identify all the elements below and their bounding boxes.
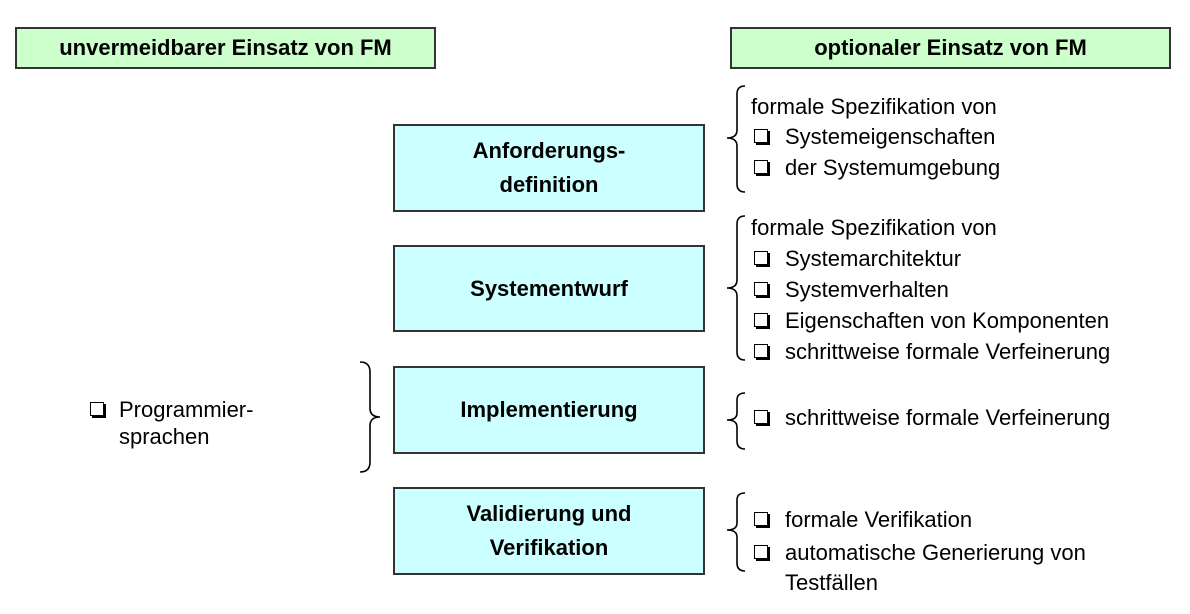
header-optional-label: optionaler Einsatz von FM <box>814 35 1087 60</box>
phase-label-line1: Implementierung <box>460 397 638 422</box>
checkbox-icon <box>754 129 768 143</box>
checkbox-icon <box>90 402 104 416</box>
checkbox-icon <box>754 160 768 174</box>
checkbox-icon <box>754 410 768 424</box>
curly-brace-group-1 <box>726 215 746 361</box>
curly-brace-group-3 <box>726 492 746 572</box>
phase-validation-verification: Validierung und Verifikation <box>393 487 705 575</box>
phase-implementation: Implementierung <box>393 366 705 454</box>
group-item-text: Systemeigenschaften <box>785 124 996 149</box>
group-intro-text: formale Spezifikation von <box>751 215 997 240</box>
group-intro-text: formale Spezifikation von <box>751 94 997 119</box>
header-mandatory-label: unvermeidbarer Einsatz von FM <box>59 35 392 60</box>
phase-label-line1: Anforderungs- <box>472 138 626 163</box>
phase-label-line2: definition <box>499 172 599 197</box>
left-item-line2: sprachen <box>119 424 210 449</box>
left-item-line1: Programmier- <box>119 397 254 422</box>
curly-brace-left-implementation <box>359 361 381 473</box>
group-item-text: Testfällen <box>785 570 878 595</box>
header-mandatory-use: unvermeidbarer Einsatz von FM <box>15 27 436 69</box>
group-item-text: der Systemumgebung <box>785 155 1001 180</box>
group-item-text: Eigenschaften von Komponenten <box>785 308 1110 333</box>
phase-label-line2: Verifikation <box>489 535 609 560</box>
header-optional-use: optionaler Einsatz von FM <box>730 27 1171 69</box>
checkbox-icon <box>754 313 768 327</box>
group-item-text: Systemverhalten <box>785 277 949 302</box>
phase-requirements-definition: Anforderungs- definition <box>393 124 705 212</box>
checkbox-icon <box>754 282 768 296</box>
checkbox-icon <box>754 512 768 526</box>
phase-system-design: Systementwurf <box>393 245 705 332</box>
group-item-text: schrittweise formale Verfeinerung <box>785 339 1111 364</box>
group-item-text: automatische Generierung von <box>785 540 1086 565</box>
checkbox-icon <box>754 251 768 265</box>
curly-brace-group-0 <box>726 85 746 193</box>
phase-label-line1: Validierung und <box>466 501 632 526</box>
group-item-text: schrittweise formale Verfeinerung <box>785 405 1111 430</box>
phase-label-line1: Systementwurf <box>470 275 628 301</box>
checkbox-icon <box>754 545 768 559</box>
group-item-text: Systemarchitektur <box>785 246 962 271</box>
curly-brace-group-2 <box>726 392 746 450</box>
checkbox-icon <box>754 344 768 358</box>
group-item-text: formale Verifikation <box>785 507 973 532</box>
